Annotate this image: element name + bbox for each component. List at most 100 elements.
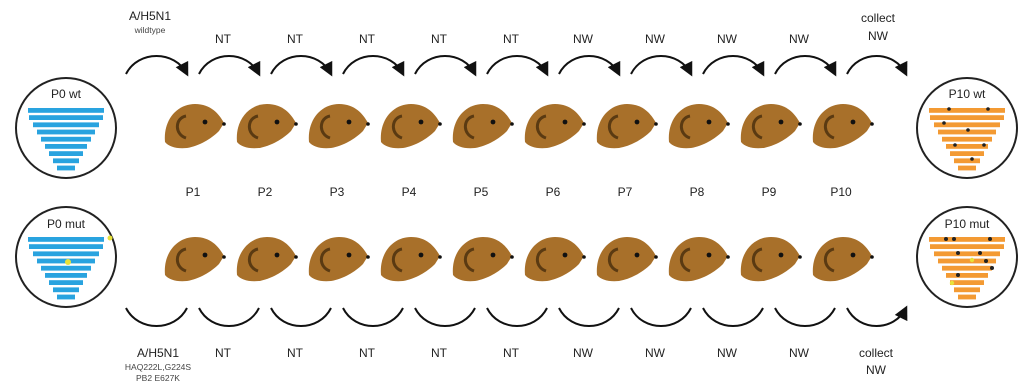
- circle-p10-mut-label: P10 mut: [945, 217, 990, 231]
- bottom-inoculum-sub1: HAQ222L,G224S: [125, 362, 191, 372]
- variant-marker: [952, 237, 956, 241]
- mutation-marker: [107, 235, 113, 241]
- bottom-transfer-arrow: [125, 307, 188, 327]
- sequence-bar: [57, 294, 75, 300]
- bottom-transfer-arrow: [630, 307, 692, 327]
- sequence-bar: [53, 158, 79, 164]
- top-transfer-label: NW: [717, 32, 738, 46]
- sequence-bar: [929, 108, 1005, 113]
- sequence-bar: [942, 265, 992, 271]
- circle-p0-mut-label: P0 mut: [47, 217, 86, 231]
- sequence-bar: [946, 273, 988, 278]
- sequence-bar: [934, 122, 1000, 128]
- circle-p0-mut: P0 mut: [15, 206, 117, 308]
- mutation-marker: [949, 280, 955, 286]
- variant-marker: [953, 143, 957, 147]
- sequence-bar: [49, 151, 83, 156]
- bottom-transfer-label: NW: [645, 346, 666, 360]
- bottom-transfer-label: NW: [573, 346, 594, 360]
- variant-marker: [947, 107, 951, 111]
- sequence-bar: [57, 165, 75, 171]
- mutation-marker: [969, 257, 975, 263]
- ferret-top-5: [452, 104, 514, 149]
- top-collect-nw: NW: [868, 29, 889, 43]
- ferret-bottom-2: [236, 237, 298, 282]
- circle-p0-wt-label: P0 wt: [51, 87, 82, 101]
- sequence-bar: [950, 280, 984, 285]
- sequence-bar: [29, 244, 103, 249]
- ferret-bottom-6: [524, 237, 586, 282]
- sequence-bar: [29, 115, 103, 120]
- passage-label-p3: P3: [330, 185, 345, 199]
- ferret-top-10: [812, 104, 874, 149]
- ferret-top-2: [236, 104, 298, 149]
- variant-marker: [982, 143, 986, 147]
- sequence-bar: [41, 265, 91, 271]
- top-transfer-arrow: [342, 55, 405, 77]
- bottom-transfer-arrow: [846, 305, 908, 327]
- ferret-bottom-8: [668, 237, 730, 282]
- ferret-bottom-10: [812, 237, 874, 282]
- bottom-transfer-label: NT: [287, 346, 304, 360]
- ferret-top-8: [668, 104, 730, 149]
- top-transfer-label: NW: [789, 32, 810, 46]
- passage-label-p8: P8: [690, 185, 705, 199]
- variant-marker: [956, 251, 960, 255]
- sequence-bar: [930, 244, 1004, 249]
- top-transfer-arrow: [125, 55, 189, 77]
- passage-label-p7: P7: [618, 185, 633, 199]
- bottom-transfer-label: NT: [359, 346, 376, 360]
- bottom-transfer-label: NT: [431, 346, 448, 360]
- sequence-bar: [954, 287, 980, 293]
- sequence-bar: [942, 136, 992, 142]
- bottom-transfer-arrow: [270, 307, 332, 327]
- passage-label-p2: P2: [258, 185, 273, 199]
- passage-label-p6: P6: [546, 185, 561, 199]
- variant-marker: [984, 259, 988, 263]
- bottom-transfer-label: NT: [503, 346, 520, 360]
- bottom-transfer-arrow: [486, 307, 548, 327]
- top-transfer-arrow: [702, 55, 765, 77]
- variant-marker: [956, 273, 960, 277]
- sequence-bar: [934, 251, 1000, 257]
- ferret-top-1: [164, 104, 226, 149]
- variant-marker: [986, 107, 990, 111]
- circle-p0-wt: P0 wt: [15, 77, 117, 179]
- sequence-bar: [41, 136, 91, 142]
- top-transfer-label: NT: [287, 32, 304, 46]
- bottom-inoculum-label: A/H5N1: [137, 346, 179, 360]
- sequence-bar: [28, 108, 104, 113]
- sequence-bar: [946, 144, 988, 149]
- bottom-transfer-arrow: [702, 307, 764, 327]
- bottom-collect-label: collect: [859, 346, 894, 360]
- bottom-transfer-arrow: [342, 307, 404, 327]
- circle-p10-wt: P10 wt: [916, 77, 1018, 179]
- top-transfer-arrow: [774, 55, 837, 77]
- top-collect-label: collect: [861, 11, 896, 25]
- variant-marker: [970, 157, 974, 161]
- top-transfer-arrow: [486, 55, 549, 77]
- sequence-bar: [45, 273, 87, 278]
- variant-marker: [944, 237, 948, 241]
- top-transfer-arrow: [270, 55, 333, 77]
- sequence-bar: [930, 115, 1004, 120]
- top-inoculum-label: A/H5N1: [129, 9, 171, 23]
- sequence-bar: [37, 129, 95, 135]
- ferret-top-3: [308, 104, 370, 149]
- bottom-transfer-label: NW: [717, 346, 738, 360]
- ferret-bottom-5: [452, 237, 514, 282]
- top-transfer-arrow: [846, 55, 908, 77]
- sequence-bar: [45, 144, 87, 149]
- sequence-bar: [938, 129, 996, 135]
- variant-marker: [966, 128, 970, 132]
- bottom-transfer-label: NT: [215, 346, 232, 360]
- top-transfer-arrow: [198, 55, 261, 77]
- sequence-bar: [950, 151, 984, 156]
- top-inoculum-sub: wildtype: [134, 25, 166, 35]
- bottom-transfer-arrow: [414, 307, 476, 327]
- top-transfer-arrow: [414, 55, 477, 77]
- bottom-transfer-arrow: [558, 307, 620, 327]
- bottom-collect-nw: NW: [866, 363, 887, 377]
- ferret-top-6: [524, 104, 586, 149]
- sequence-bar: [49, 280, 83, 285]
